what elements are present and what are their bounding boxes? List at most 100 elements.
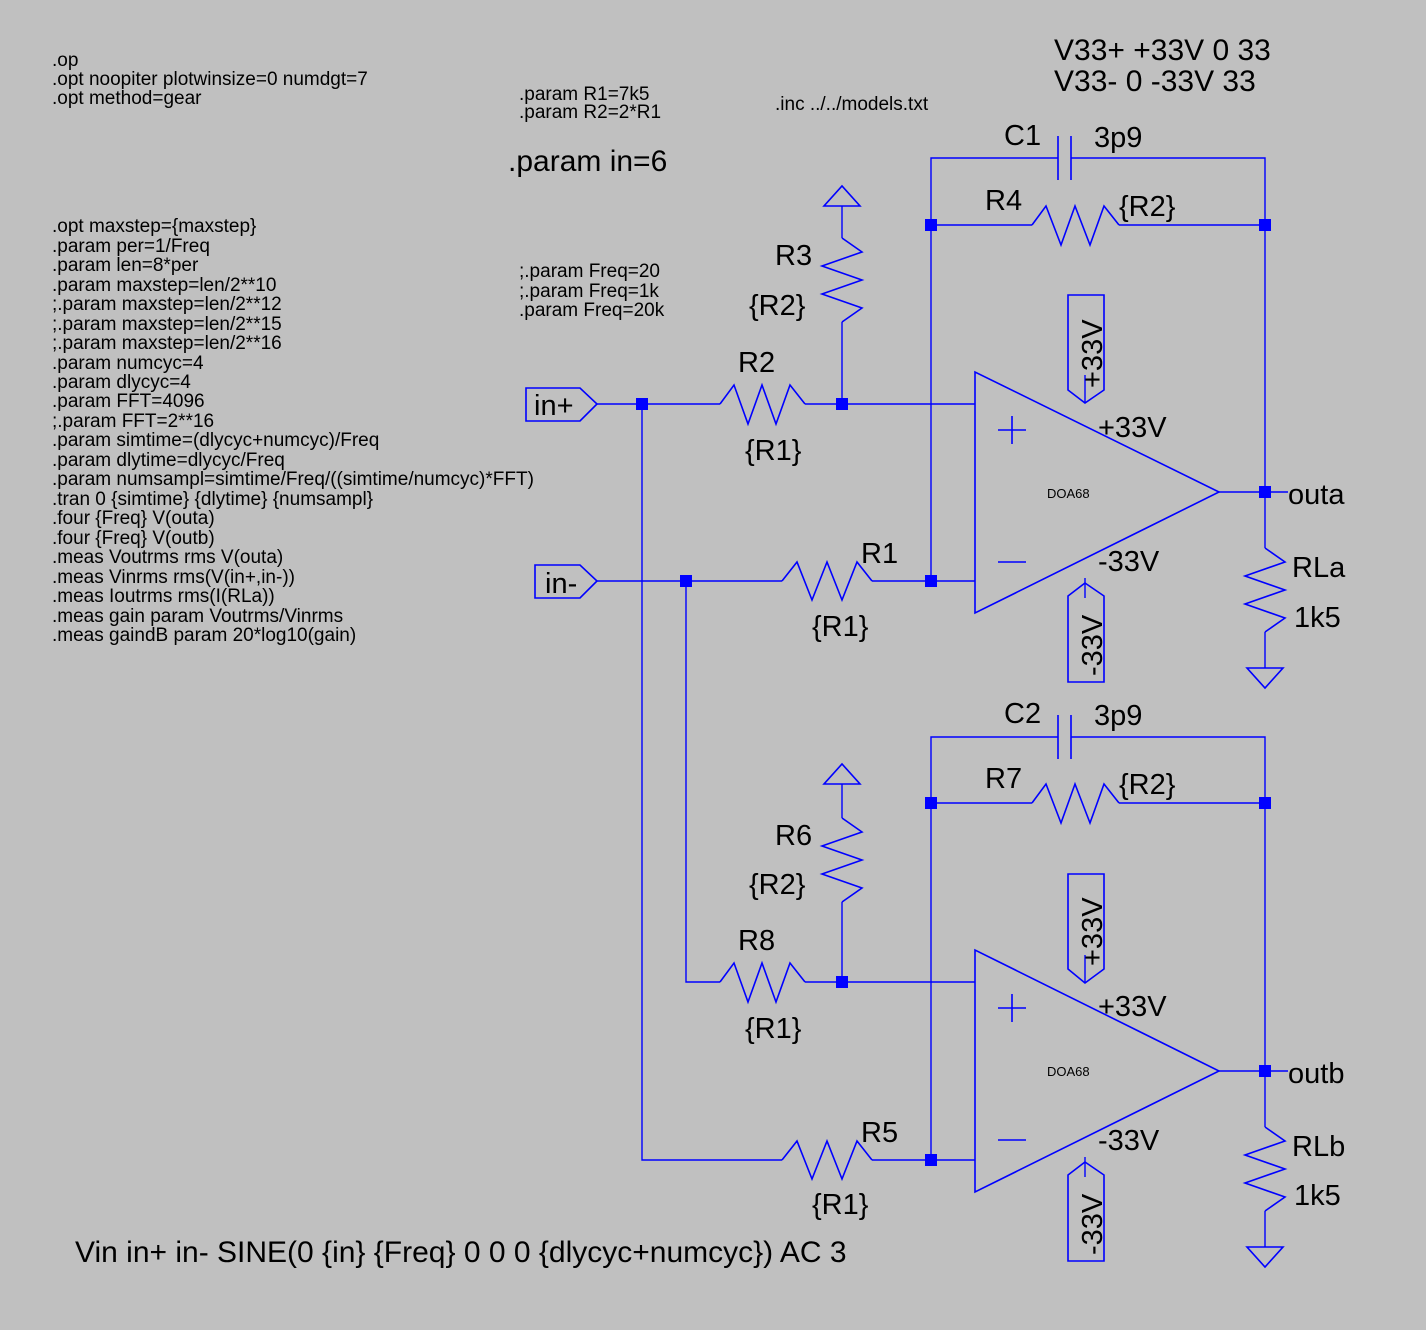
directive-tran-setup: .opt maxstep={maxstep} .param per=1/Freq… [52, 216, 534, 646]
component-value: 1k5 [1294, 1180, 1341, 1212]
directive-line: .four {Freq} V(outa) [52, 508, 215, 529]
directive-line: .param Freq=20k [519, 300, 665, 321]
directive-line: .tran 0 {simtime} {dlytime} {numsampl} [52, 489, 373, 510]
junction-dot [1259, 486, 1271, 498]
component-name: R1 [861, 538, 898, 570]
supply-flag-label: -33V [1077, 614, 1109, 676]
directive-line: .op [52, 50, 78, 71]
supply-pin-label: +33V [1098, 991, 1167, 1023]
directive-source: Vin in+ in- SINE(0 {in} {Freq} 0 0 0 {dl… [75, 1236, 847, 1269]
ground-icon [1245, 1246, 1285, 1269]
directive-line: ;.param Freq=1k [519, 281, 659, 302]
port-in-minus[interactable]: in- [534, 564, 599, 600]
component-name: C1 [1004, 120, 1041, 152]
port-in-plus[interactable]: in+ [525, 387, 599, 422]
directive-line: .meas gaindB param 20*log10(gain) [52, 625, 356, 646]
resistor-r6[interactable]: R6 {R2} [749, 817, 865, 903]
component-value: {R2} [1119, 769, 1176, 801]
junction-dot [1259, 797, 1271, 809]
directive-sim-options: .op .opt noopiter plotwinsize=0 numdgt=7… [52, 50, 368, 109]
wire [930, 736, 1058, 1160]
directive-line: ;.param Freq=20 [519, 261, 660, 282]
directive-line: .opt noopiter plotwinsize=0 numdgt=7 [52, 69, 368, 90]
directive-line: ;.param FFT=2**16 [52, 411, 214, 432]
resistor-r2[interactable]: R2 {R1} [719, 347, 806, 467]
directive-input-param: .param in=6 [508, 145, 667, 178]
junction-dot [925, 219, 937, 231]
resistor-r1[interactable]: R1 {R1} [781, 538, 898, 643]
component-value: {R1} [812, 611, 869, 643]
resistor-r8[interactable]: R8 {R1} [719, 925, 806, 1045]
directive-resistor-params: .param R1=7k5 .param R2=2*R1 [519, 84, 661, 123]
directive-line: .param R2=2*R1 [519, 102, 661, 123]
wire [1071, 736, 1266, 1127]
directive-line: .meas Ioutrms rms(I(RLa)) [52, 586, 275, 607]
directive-line: .param per=1/Freq [52, 236, 210, 257]
directive-line: .meas Vinrms rms(V(in+,in-)) [52, 567, 295, 588]
component-value: {R2} [749, 290, 806, 322]
resistor-r7[interactable]: R7 {R2} [985, 763, 1176, 826]
directive-line: .param maxstep=len/2**10 [52, 275, 276, 296]
net-label-outa: outa [1288, 479, 1345, 511]
resistor-rla[interactable]: RLa 1k5 [1242, 547, 1346, 634]
port-label: in- [545, 568, 577, 600]
resistor-rlb[interactable]: RLb 1k5 [1242, 1126, 1345, 1212]
supply-flag-label: +33V [1077, 897, 1109, 966]
opamp-u2[interactable]: DOA68 +33V -33V [974, 948, 1221, 1194]
opamp-u1[interactable]: DOA68 +33V -33V [974, 370, 1221, 615]
directive-freq-params: ;.param Freq=20 ;.param Freq=1k .param F… [519, 261, 665, 321]
port-label: in+ [534, 390, 574, 422]
junction-dot [925, 1154, 937, 1166]
directive-include: .inc ../../models.txt [775, 94, 929, 115]
supply-flag-label: -33V [1077, 1193, 1109, 1255]
supply-flag-neg: -33V [1067, 1161, 1109, 1262]
directive-line: .opt method=gear [52, 88, 202, 109]
component-name: C2 [1004, 698, 1041, 730]
directive-line: .param R1=7k5 [519, 84, 649, 105]
wire [1071, 157, 1266, 548]
directive-supplies: V33+ +33V 0 33 V33- 0 -33V 33 [1054, 34, 1271, 98]
opamp-model: DOA68 [1047, 1064, 1090, 1079]
component-value: {R1} [745, 435, 802, 467]
component-name: R5 [861, 1117, 898, 1149]
junction-dot [680, 575, 692, 587]
resistor-r5[interactable]: R5 {R1} [781, 1117, 898, 1221]
directive-line: .meas Voutrms rms V(outa) [52, 547, 283, 568]
component-name: R6 [775, 820, 812, 852]
wire [685, 581, 720, 983]
supply-line: V33+ +33V 0 33 [1054, 34, 1271, 67]
supply-pin-label: -33V [1098, 1125, 1160, 1157]
supply-flag-pos: +33V [1067, 294, 1109, 404]
wire [641, 404, 782, 1161]
component-name: RLb [1292, 1131, 1345, 1163]
component-value: {R2} [1119, 191, 1176, 223]
component-value: {R2} [749, 869, 806, 901]
capacitor-c2[interactable]: C2 3p9 [1004, 698, 1142, 759]
wires [597, 157, 1288, 1247]
component-value: 3p9 [1094, 122, 1142, 154]
directive-line: .param FFT=4096 [52, 391, 205, 412]
junctions [636, 219, 1271, 1166]
wire [930, 157, 1058, 581]
component-name: RLa [1292, 552, 1346, 584]
component-value: 1k5 [1294, 602, 1341, 634]
power-flag-up-icon [822, 762, 862, 785]
component-name: R8 [738, 925, 775, 957]
resistor-r3[interactable]: R3 {R2} [749, 237, 865, 323]
supply-line: V33- 0 -33V 33 [1054, 65, 1256, 98]
power-flag-up-icon [822, 184, 862, 207]
component-value: {R1} [745, 1013, 802, 1045]
supply-pin-label: -33V [1098, 546, 1160, 578]
junction-dot [925, 575, 937, 587]
directive-line: .meas gain param Voutrms/Vinrms [52, 606, 343, 627]
junction-dot [1259, 1065, 1271, 1077]
directive-line: .param dlytime=dlycyc/Freq [52, 450, 285, 471]
component-name: R4 [985, 185, 1022, 217]
capacitor-c1[interactable]: C1 3p9 [1004, 120, 1142, 180]
resistor-r4[interactable]: R4 {R2} [985, 185, 1176, 248]
ground-icon [1245, 667, 1285, 690]
component-name: R3 [775, 240, 812, 272]
directive-line: .param numsampl=simtime/Freq/((simtime/n… [52, 469, 534, 490]
